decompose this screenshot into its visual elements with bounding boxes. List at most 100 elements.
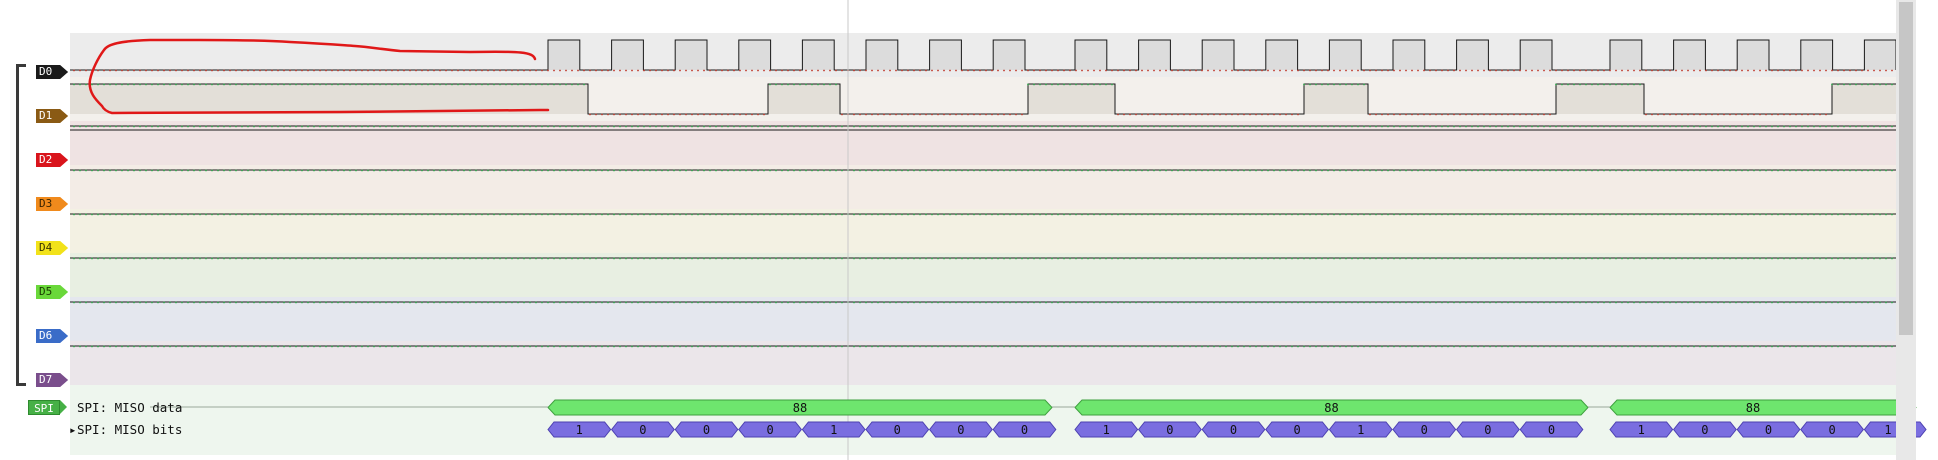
sample-dot: [871, 301, 873, 304]
sample-dot: [277, 125, 279, 128]
sample-dot: [1627, 257, 1629, 260]
sample-dot: [1387, 69, 1389, 72]
sample-dot: [895, 213, 897, 216]
spi-miso-data-label[interactable]: SPI: MISO data: [77, 400, 183, 415]
channel-label-d7[interactable]: D7: [36, 373, 68, 387]
sample-dot: [667, 301, 669, 304]
sample-dot: [715, 257, 717, 260]
sample-dot: [1123, 169, 1125, 172]
sample-dot: [1513, 257, 1515, 260]
sample-dot: [919, 213, 921, 216]
sample-dot: [535, 213, 537, 216]
sample-dot: [1483, 213, 1485, 216]
sample-dot: [1591, 169, 1593, 172]
sample-dot: [475, 213, 477, 216]
d0-high-level: [1800, 40, 1833, 70]
spi-decoder-tag[interactable]: SPI: [28, 400, 67, 415]
sample-dot: [1213, 257, 1215, 260]
spi-miso-bits-expander-icon[interactable]: ▸: [69, 422, 77, 437]
sample-dot: [1375, 257, 1377, 260]
sample-dot: [835, 125, 837, 128]
channel-label-d1[interactable]: D1: [36, 109, 68, 123]
channel-label-d5[interactable]: D5: [36, 285, 68, 299]
sample-dot: [283, 125, 285, 128]
sample-dot: [775, 125, 777, 128]
sample-dot: [1435, 257, 1437, 260]
sample-dot: [883, 113, 885, 116]
sample-dot: [1135, 125, 1137, 128]
channel-label-d6[interactable]: D6: [36, 329, 68, 343]
sample-dot: [151, 169, 153, 172]
sample-dot: [1885, 69, 1887, 72]
sample-dot: [205, 169, 207, 172]
sample-dot: [703, 345, 705, 348]
sample-dot: [451, 83, 453, 86]
sample-dot: [1795, 125, 1797, 128]
sample-dot: [1405, 69, 1407, 72]
sample-dot: [1771, 257, 1773, 260]
sample-dot: [1807, 257, 1809, 260]
sample-dot: [1357, 213, 1359, 216]
sample-dot: [1591, 257, 1593, 260]
sample-dot: [1471, 125, 1473, 128]
sample-dot: [1027, 169, 1029, 172]
sample-dot: [1177, 169, 1179, 172]
sample-dot: [1261, 113, 1263, 116]
sample-dot: [1519, 213, 1521, 216]
sample-dot: [1177, 257, 1179, 260]
sample-dot: [1597, 125, 1599, 128]
sample-dot: [1879, 301, 1881, 304]
sample-dot: [1051, 213, 1053, 216]
spi-miso-bits-label[interactable]: SPI: MISO bits: [77, 422, 183, 437]
sample-dot: [805, 345, 807, 348]
d0-high-level: [929, 40, 962, 70]
sample-dot: [1237, 213, 1239, 216]
sample-dot: [163, 69, 165, 72]
sample-dot: [517, 345, 519, 348]
sample-dot: [1015, 345, 1017, 348]
sample-dot: [1459, 169, 1461, 172]
sample-dot: [721, 69, 723, 72]
sample-dot: [1453, 345, 1455, 348]
channel-label-d4[interactable]: D4: [36, 241, 68, 255]
sample-dot: [1309, 169, 1311, 172]
sample-dot: [325, 169, 327, 172]
sample-dot: [805, 169, 807, 172]
sample-dot: [1747, 257, 1749, 260]
sample-dot: [421, 69, 423, 72]
sample-dot: [1555, 169, 1557, 172]
sample-dot: [1747, 345, 1749, 348]
sample-dot: [1651, 257, 1653, 260]
sample-dot: [265, 125, 267, 128]
sample-dot: [127, 257, 129, 260]
sample-dot: [1303, 83, 1305, 86]
sample-dot: [1543, 113, 1545, 116]
sample-dot: [535, 69, 537, 72]
scrollbar-thumb[interactable]: [1899, 2, 1913, 335]
sample-dot: [1501, 69, 1503, 72]
sample-dot: [1543, 69, 1545, 72]
sample-dot: [1609, 169, 1611, 172]
sample-dot: [1741, 125, 1743, 128]
sample-dot: [865, 345, 867, 348]
sample-dot: [1855, 69, 1857, 72]
sample-dot: [1351, 83, 1353, 86]
sample-dot: [877, 345, 879, 348]
sample-dot: [1579, 213, 1581, 216]
sample-dot: [517, 257, 519, 260]
sample-dot: [1069, 213, 1071, 216]
channel-label-d3[interactable]: D3: [36, 197, 68, 211]
sample-dot: [1249, 345, 1251, 348]
sample-dot: [961, 169, 963, 172]
sample-dot: [1039, 213, 1041, 216]
sample-dot: [919, 69, 921, 72]
spi-bit-annotation: [1609, 421, 1674, 438]
sample-dot: [145, 257, 147, 260]
sample-dot: [1063, 301, 1065, 304]
sample-dot: [1561, 301, 1563, 304]
channel-label-d0[interactable]: D0: [36, 65, 68, 79]
sample-dot: [1669, 345, 1671, 348]
sample-dot: [385, 169, 387, 172]
channel-label-d2[interactable]: D2: [36, 153, 68, 167]
